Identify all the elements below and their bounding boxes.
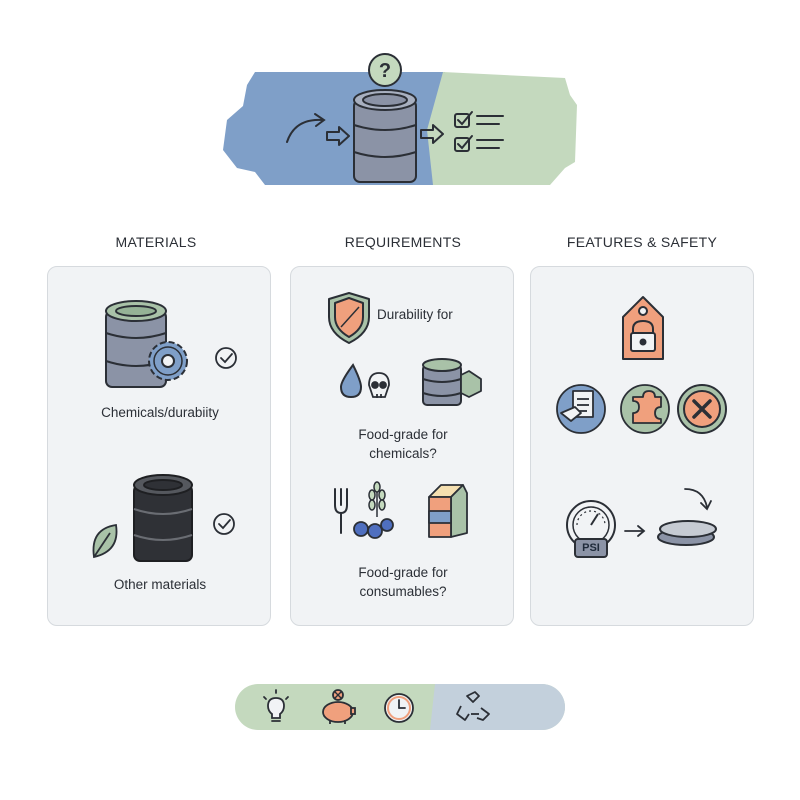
recycle-icon (456, 691, 490, 721)
leaf-icon (92, 523, 118, 559)
psi-label: PSI (582, 542, 600, 554)
check-circle-icon (213, 513, 235, 535)
black-barrel-icon (133, 474, 193, 562)
food-grade-chemicals-line-2: chemicals? (369, 446, 437, 461)
puzzle-icon (620, 384, 670, 434)
droplet-icon (339, 363, 363, 399)
fork-icon (334, 488, 348, 534)
footer-icon-bar (235, 684, 565, 730)
other-materials-caption: Other materials (113, 577, 207, 592)
arrow-right-icon (420, 124, 444, 144)
barrel-icon (353, 89, 417, 183)
shield-icon (328, 292, 370, 344)
food-grade-chemicals-caption: Food-grade for chemicals? (291, 425, 515, 463)
food-grade-consumables-caption: Food-grade for consumables? (291, 563, 515, 601)
berries-icon (353, 518, 394, 539)
checklist-icon (454, 111, 504, 152)
materials-heading: MATERIALS (115, 234, 197, 250)
materials-illustrations (92, 300, 237, 562)
food-grade-consumables-line-2: consumables? (359, 584, 447, 599)
lightbulb-icon (263, 689, 289, 722)
hero-illustration: ? (223, 53, 577, 185)
skull-icon (368, 372, 390, 398)
requirements-heading: REQUIREMENTS (344, 234, 462, 250)
arrow-right-icon (326, 126, 350, 146)
chemicals-durability-caption: Chemicals/durabiity (101, 405, 219, 420)
curved-arrow-icon (684, 488, 712, 511)
requirements-illustrations (328, 292, 482, 539)
materials-panel: Chemicals/durabiity Other materials (47, 266, 271, 626)
question-icon: ? (368, 53, 402, 87)
pressure-gauge-icon (566, 500, 616, 558)
food-grade-chemicals-line-1: Food-grade for (358, 427, 448, 442)
features-safety-heading: FEATURES & SAFETY (566, 234, 718, 250)
curved-arrow-icon (286, 113, 326, 143)
svg-text:?: ? (379, 60, 391, 82)
clock-icon (384, 693, 414, 723)
valve-icon (460, 370, 482, 398)
x-circle-icon (677, 384, 727, 434)
barrel-small-icon (422, 358, 462, 406)
lock-tag-icon (622, 296, 664, 360)
check-circle-icon (215, 347, 237, 369)
durability-label: Durability for (377, 307, 453, 322)
features-illustrations (556, 296, 727, 558)
food-grade-consumables-line-1: Food-grade for (358, 565, 448, 580)
document-hand-icon (556, 384, 606, 434)
requirements-panel: Durability for Food-grade for chemicals?… (290, 266, 514, 626)
wheat-icon (368, 481, 386, 517)
milk-carton-icon (428, 484, 468, 538)
arrow-right-icon (624, 525, 646, 537)
barrel-lid-icon (657, 520, 717, 546)
piggy-bank-icon (322, 689, 356, 724)
features-safety-panel: PSI (530, 266, 754, 626)
gear-icon (148, 341, 188, 381)
